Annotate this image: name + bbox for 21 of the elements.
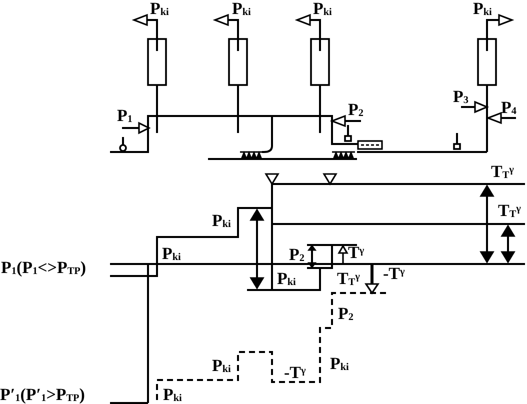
pressure-label: P$_{ki}$ <box>212 212 231 229</box>
pressure-label: P$_{2}$ <box>348 101 364 118</box>
pressure-label: P$_{1}$ <box>117 107 132 124</box>
pressure-label: P$_{ki}$ <box>473 0 492 17</box>
pressure-label: P$_{2}$ <box>289 246 304 263</box>
pressure-label: P$_{ki}$ <box>277 270 296 287</box>
pressure-label: P$_{ki}$ <box>232 0 251 17</box>
head-label: -T$^{γ}$ <box>383 265 405 282</box>
pressure-label: P$_{2}$ <box>338 305 354 322</box>
condition-label: P$_{1}$(P$_{1}$<>P$_{TP}$) <box>1 259 86 276</box>
pressure-label: P$_{ki}$ <box>212 357 231 374</box>
pressure-label: P$_{ki}$ <box>313 0 332 17</box>
pressure-label: P$_{ki}$ <box>162 245 181 262</box>
pressure-label: P$_{ki}$ <box>163 386 182 403</box>
pressure-label: P$_{ki}$ <box>150 0 169 17</box>
pressure-label: P$_{4}$ <box>501 99 516 116</box>
pressure-label: P$_{3}$ <box>453 88 468 105</box>
pressure-label: P$_{ki}$ <box>330 355 349 372</box>
head-label: T$^{γ}$ <box>348 244 364 261</box>
head-label: -T$^{γ}$ <box>284 364 306 381</box>
condition-label: P′$_{1}$(P′$_{1}$>P$_{TP}$) <box>0 386 85 403</box>
